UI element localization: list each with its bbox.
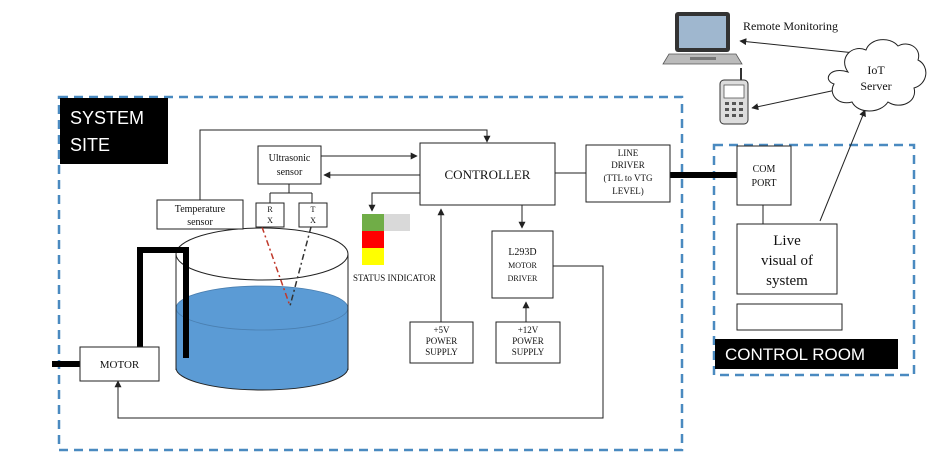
system-site-label: SYSTEM: [70, 108, 144, 128]
com-port-label-2: PORT: [752, 178, 777, 189]
motor-driver-label-2: MOTOR: [508, 261, 537, 270]
status-indicator-label: STATUS INDICATOR: [353, 273, 436, 283]
power-supply-5v: [409, 321, 474, 364]
remote-monitoring-label: Remote Monitoring: [743, 19, 838, 33]
control-room-label: CONTROL ROOM: [725, 345, 865, 364]
cloud-icon: [827, 39, 927, 112]
line-driver-label-1: LINE: [618, 148, 639, 158]
status-gray: [384, 214, 410, 231]
ps12-label-2: POWER: [512, 336, 544, 346]
line-driver: [585, 144, 671, 203]
system-site-label-2: SITE: [70, 135, 110, 155]
system-site-region: [57, 95, 684, 452]
system-site-label-bg: [60, 98, 168, 164]
temperature-sensor: [156, 199, 244, 230]
wire-controller-to-status: [368, 192, 420, 212]
control-room-label-bg: [715, 339, 898, 369]
motor-driver-label-3: DRIVER: [508, 274, 538, 283]
iot-label-2: Server: [860, 79, 891, 93]
ps12-label-1: +12V: [518, 325, 539, 335]
motor-driver-label-1: L293D: [508, 247, 536, 258]
tx-label-top: T: [311, 205, 316, 214]
ultrasonic-label: Ultrasonic: [269, 153, 311, 164]
com-port-label-1: COM: [753, 164, 776, 175]
ps5-label-3: SUPPLY: [425, 347, 458, 357]
live-label-1: Live: [773, 233, 801, 249]
status-yellow: [362, 248, 384, 265]
rx-label-top: R: [267, 205, 273, 214]
wire-iot-to-phone: [751, 89, 837, 111]
rx-sensor: [255, 202, 285, 228]
empty-box: [736, 303, 843, 331]
motor: [79, 346, 160, 382]
control-room-region: [712, 143, 916, 377]
water-pipe: [137, 247, 189, 358]
ps12-label-3: SUPPLY: [512, 347, 545, 357]
live-visual-display: [736, 223, 838, 295]
iot-label-1: IoT: [867, 63, 885, 77]
water-tank: [175, 227, 349, 391]
controller: [419, 142, 556, 206]
motor-driver: [491, 230, 554, 299]
status-green: [362, 214, 384, 231]
motor-label: MOTOR: [100, 359, 140, 371]
power-supply-12v: [495, 321, 561, 364]
live-label-2: visual of: [761, 253, 813, 269]
status-indicator: [362, 214, 410, 265]
mobile-phone-icon: [719, 68, 749, 125]
tx-sensor: [298, 202, 328, 228]
laptop-icon: [662, 12, 743, 65]
wire-temp-to-controller: [199, 129, 491, 200]
wire-live-to-iot: [819, 109, 866, 222]
line-driver-label-3: (TTL to VTG: [604, 173, 653, 183]
controller-label: CONTROLLER: [445, 167, 531, 182]
line-driver-label-2: DRIVER: [611, 160, 645, 170]
status-red: [362, 231, 384, 248]
com-port: [736, 145, 792, 206]
line-driver-label-4: LEVEL): [612, 186, 644, 196]
tx-label-bottom: X: [310, 216, 316, 225]
ultrasonic-label-2: sensor: [277, 167, 303, 178]
temperature-label: Temperature: [175, 204, 226, 215]
ps5-label-1: +5V: [433, 325, 450, 335]
ultrasonic-sensor: [257, 145, 322, 185]
wire-iot-to-laptop: [739, 38, 856, 54]
temperature-label-2: sensor: [187, 217, 213, 228]
rx-label-bottom: X: [267, 216, 273, 225]
water: [176, 308, 348, 390]
wire-driver-to-motor: [114, 265, 604, 419]
ps5-label-2: POWER: [426, 336, 458, 346]
live-label-3: system: [766, 273, 808, 289]
